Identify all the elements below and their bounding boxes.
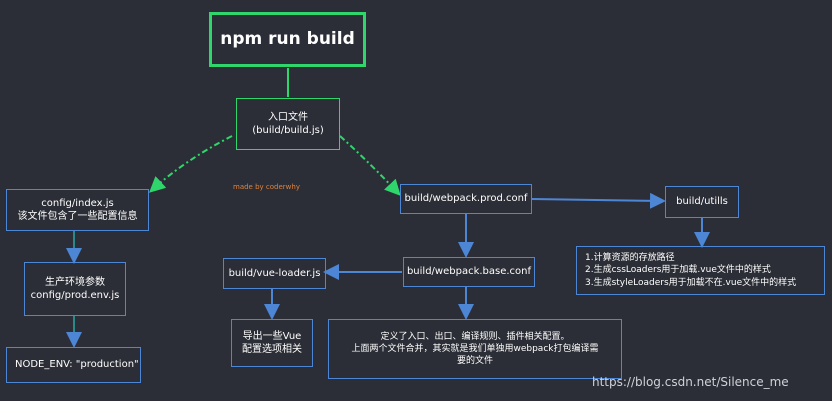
utils-desc-node: 1.计算资源的存放路径 2.生成cssLoaders用于加载.vue文件中的样式… bbox=[576, 246, 825, 295]
vue-loader-node: build/vue-loader.js bbox=[223, 258, 326, 289]
utils-desc-line-1: 1.计算资源的存放路径 bbox=[585, 253, 675, 264]
webpack-prod-conf-node: build/webpack.prod.conf bbox=[400, 184, 532, 214]
npm-run-build-label: npm run build bbox=[220, 29, 355, 50]
node-env-label: NODE_ENV: "production" bbox=[15, 359, 139, 371]
utils-desc-line-2: 2.生成cssLoaders用于加载.vue文件中的样式 bbox=[585, 265, 771, 276]
vue-loader-label: build/vue-loader.js bbox=[228, 267, 321, 279]
build-utils-node: build/utills bbox=[665, 186, 739, 218]
build-utils-label: build/utills bbox=[676, 196, 728, 208]
connector-prod-utils bbox=[531, 192, 666, 209]
entry-file-label: 入口文件 bbox=[268, 111, 308, 123]
entry-file-node: 入口文件 (build/build.js) bbox=[236, 98, 340, 150]
prod-env-label: 生产环境参数 bbox=[45, 276, 105, 288]
webpack-prod-conf-label: build/webpack.prod.conf bbox=[404, 193, 528, 205]
vue-loader-desc-line-2: 配置选项相关 bbox=[242, 344, 302, 355]
base-conf-desc-line-1: 定义了入口、出口、编译规则、插件相关配置。 bbox=[380, 331, 570, 342]
vue-loader-desc-line-1: 导出一些Vue bbox=[242, 330, 302, 342]
config-index-label: config/index.js bbox=[41, 197, 114, 209]
prod-env-path: config/prod.env.js bbox=[30, 290, 120, 301]
made-by-annotation: made by coderwhy bbox=[233, 183, 300, 191]
webpack-base-conf-label: build/webpack.base.conf bbox=[406, 266, 532, 278]
base-conf-desc-line-3: 要的文件 bbox=[456, 356, 493, 367]
vue-loader-desc-node: 导出一些Vue 配置选项相关 bbox=[231, 319, 313, 367]
config-index-node: config/index.js 该文件包含了一些配置信息 bbox=[6, 189, 149, 231]
connector-entry-prod bbox=[339, 135, 401, 196]
npm-run-build-node: npm run build bbox=[209, 12, 366, 67]
entry-file-path: (build/build.js) bbox=[252, 125, 324, 136]
utils-desc-line-3: 3.生成styleLoaders用于加载不在.vue文件中的样式 bbox=[585, 277, 797, 288]
connector-entry-config bbox=[149, 135, 233, 193]
base-conf-desc-node: 定义了入口、出口、编译规则、插件相关配置。 上面两个文件合并，其实就是我们单独用… bbox=[328, 319, 622, 379]
base-conf-desc-line-2: 上面两个文件合并，其实就是我们单独用webpack打包编译需 bbox=[351, 343, 599, 354]
node-env-node: NODE_ENV: "production" bbox=[6, 347, 141, 383]
config-index-desc: 该文件包含了一些配置信息 bbox=[17, 211, 138, 222]
prod-env-node: 生产环境参数 config/prod.env.js bbox=[24, 262, 126, 316]
webpack-base-conf-node: build/webpack.base.conf bbox=[403, 257, 535, 287]
watermark: https://blog.csdn.net/Silence_me bbox=[592, 375, 789, 389]
